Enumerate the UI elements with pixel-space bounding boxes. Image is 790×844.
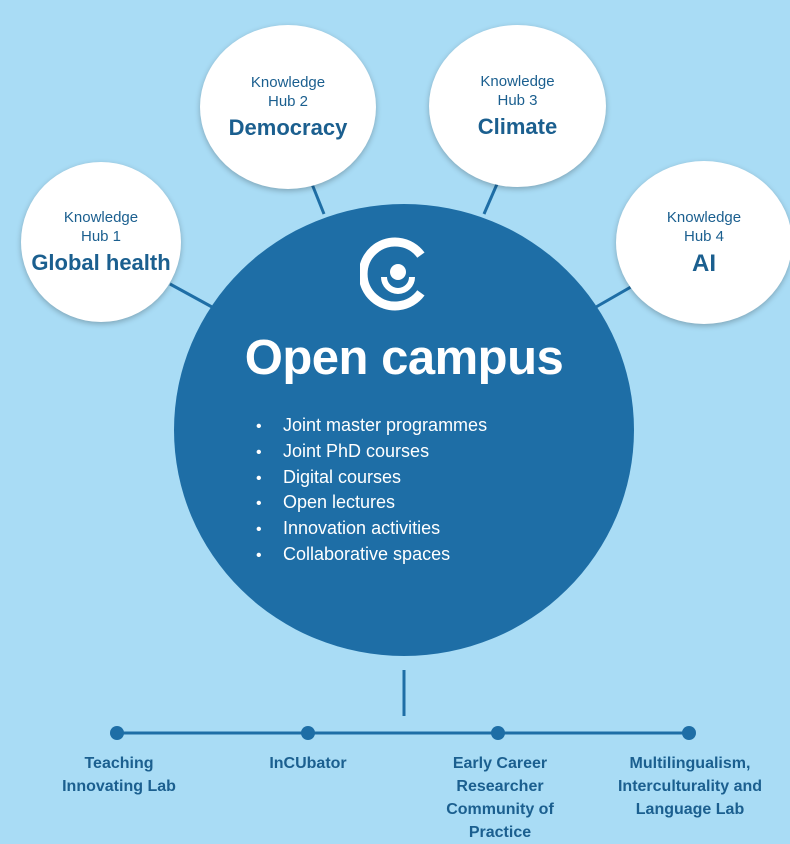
open-campus-title: Open campus <box>244 331 564 385</box>
hub-4-name: AI <box>692 249 716 277</box>
timeline-dot-3 <box>491 726 505 740</box>
list-item: • Collaborative spaces <box>254 542 487 568</box>
list-item: • Digital courses <box>254 465 487 491</box>
open-campus-circle <box>174 204 634 656</box>
knowledge-hub-4: Knowledge Hub 4 AI <box>616 161 790 324</box>
connector-hub-1 <box>169 282 213 309</box>
hub-2-label-line2: Hub 2 <box>267 93 309 110</box>
list-item: • Innovation activities <box>254 516 487 542</box>
hub-1-name: Global health <box>31 250 171 275</box>
hub-4-label-line2: Hub 4 <box>683 227 725 245</box>
bullet: • <box>256 418 262 435</box>
hub-1-label-line1: Knowledge <box>63 209 139 226</box>
list-item-label: Open lectures <box>283 492 396 513</box>
lab-4-line: Multilingualism, <box>629 755 751 772</box>
lab-4-line: Language Lab <box>635 801 745 818</box>
bullet: • <box>256 443 262 461</box>
timeline-dot-2 <box>301 726 315 740</box>
knowledge-hub-3: Knowledge Hub 3 Climate <box>429 25 606 187</box>
list-item-label: Digital courses <box>283 466 402 487</box>
list-item-label: Innovation activities <box>283 518 441 539</box>
lab-teaching-innovating: Teaching Innovating Lab <box>34 752 204 798</box>
hub-3-label-line2: Hub 3 <box>497 92 538 109</box>
lab-incubator: InCUbator <box>228 752 388 775</box>
lab-multilingualism: Multilingualism, Interculturality and La… <box>595 752 785 821</box>
bullet: • <box>256 469 262 487</box>
bullet: • <box>256 495 262 513</box>
lab-2-line: InCUbator <box>269 755 347 772</box>
knowledge-hub-2: Knowledge Hub 2 Democracy <box>200 25 376 189</box>
connector-hub-4 <box>595 282 637 309</box>
hub-2-name: Democracy <box>228 115 348 140</box>
list-item: • Joint PhD courses <box>254 439 487 465</box>
lab-3-line: Researcher <box>456 778 544 795</box>
lab-1-line: Innovating Lab <box>62 778 176 795</box>
hub-1-label-line2: Hub 1 <box>80 228 122 245</box>
bullet: • <box>256 546 262 564</box>
open-campus-logo-icon <box>360 237 425 311</box>
lab-3-line: Early Career <box>452 755 548 772</box>
hub-3-label-line1: Knowledge <box>480 73 555 90</box>
knowledge-hub-1: Knowledge Hub 1 Global health <box>21 162 181 322</box>
hub-3-name: Climate <box>477 114 558 139</box>
list-item-label: Joint PhD courses <box>283 440 430 461</box>
lab-early-career-researcher: Early Career Researcher Community of Pra… <box>420 752 580 844</box>
list-item-label: Collaborative spaces <box>283 543 451 564</box>
lab-4-line: Interculturality and <box>617 778 763 795</box>
list-item: • Joint master programmes <box>254 413 487 439</box>
timeline-dot-4 <box>682 726 696 740</box>
lab-3-line: Practice <box>468 824 532 841</box>
list-item-label: Joint master programmes <box>283 415 488 435</box>
hub-4-label-line1: Knowledge <box>666 208 742 226</box>
bullet: • <box>256 521 262 539</box>
lab-3-line: Community of <box>446 801 554 818</box>
hub-2-label-line1: Knowledge <box>250 74 326 91</box>
lab-1-line: Teaching <box>84 755 154 772</box>
list-item: • Open lectures <box>254 490 487 516</box>
timeline-dot-1 <box>110 726 124 740</box>
activities-list: • Joint master programmes • Joint PhD cour… <box>254 413 487 568</box>
connector-hub-2 <box>310 183 326 215</box>
connector-hub-3 <box>482 183 499 215</box>
